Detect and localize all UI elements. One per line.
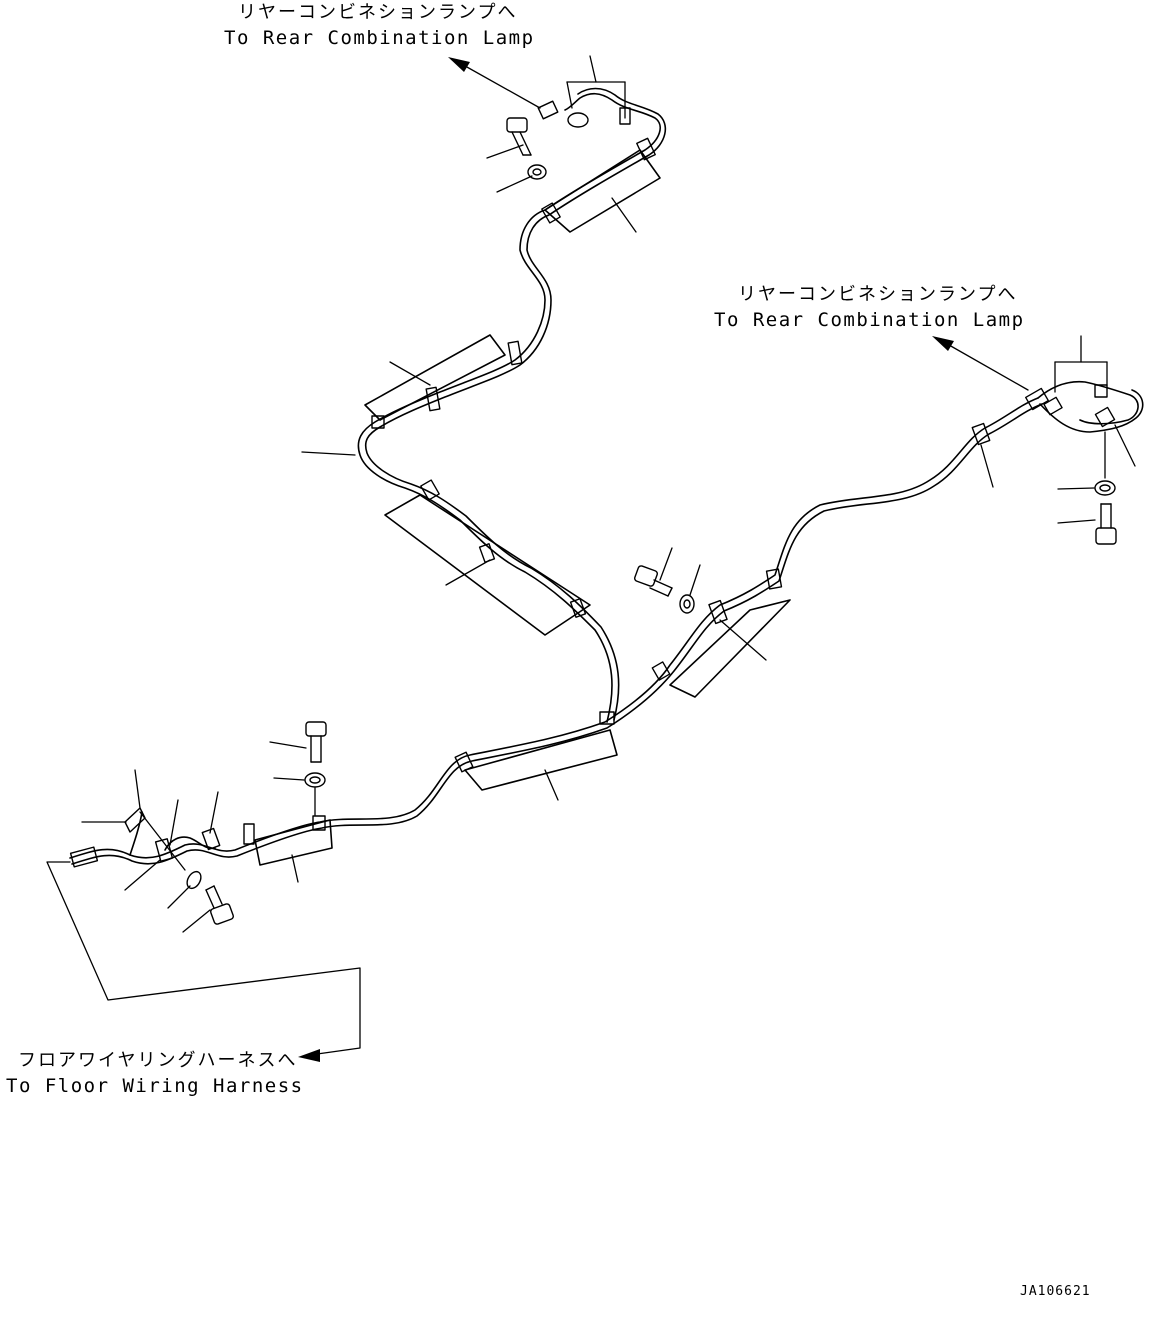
right-end-loop xyxy=(1038,382,1143,432)
clip-plates xyxy=(255,150,790,865)
floor-harness-label-jp: フロアワイヤリングハーネスへ xyxy=(18,1050,298,1071)
pointer-arrows xyxy=(47,62,1028,1055)
drawing-code: JA106621 xyxy=(1020,1284,1091,1299)
connectors xyxy=(71,101,1062,867)
floor-harness-label-en: To Floor Wiring Harness xyxy=(6,1075,304,1097)
right-lamp-label-jp: リヤーコンビネションランプへ xyxy=(738,284,1018,305)
arrow-to-top-lamp xyxy=(448,57,470,72)
harness-clips xyxy=(156,108,1115,861)
top-lamp-label-en: To Rear Combination Lamp xyxy=(224,27,535,49)
leader-lines xyxy=(82,56,1135,932)
right-lamp-label-en: To Rear Combination Lamp xyxy=(714,309,1025,331)
arrow-to-floor-harness xyxy=(298,1049,320,1062)
washers xyxy=(184,165,1115,891)
arrow-to-right-lamp xyxy=(932,336,954,351)
top-lamp-label-jp: リヤーコンビネションランプへ xyxy=(238,2,518,23)
upper-branch-cable xyxy=(358,89,665,723)
bolts xyxy=(206,118,1116,925)
